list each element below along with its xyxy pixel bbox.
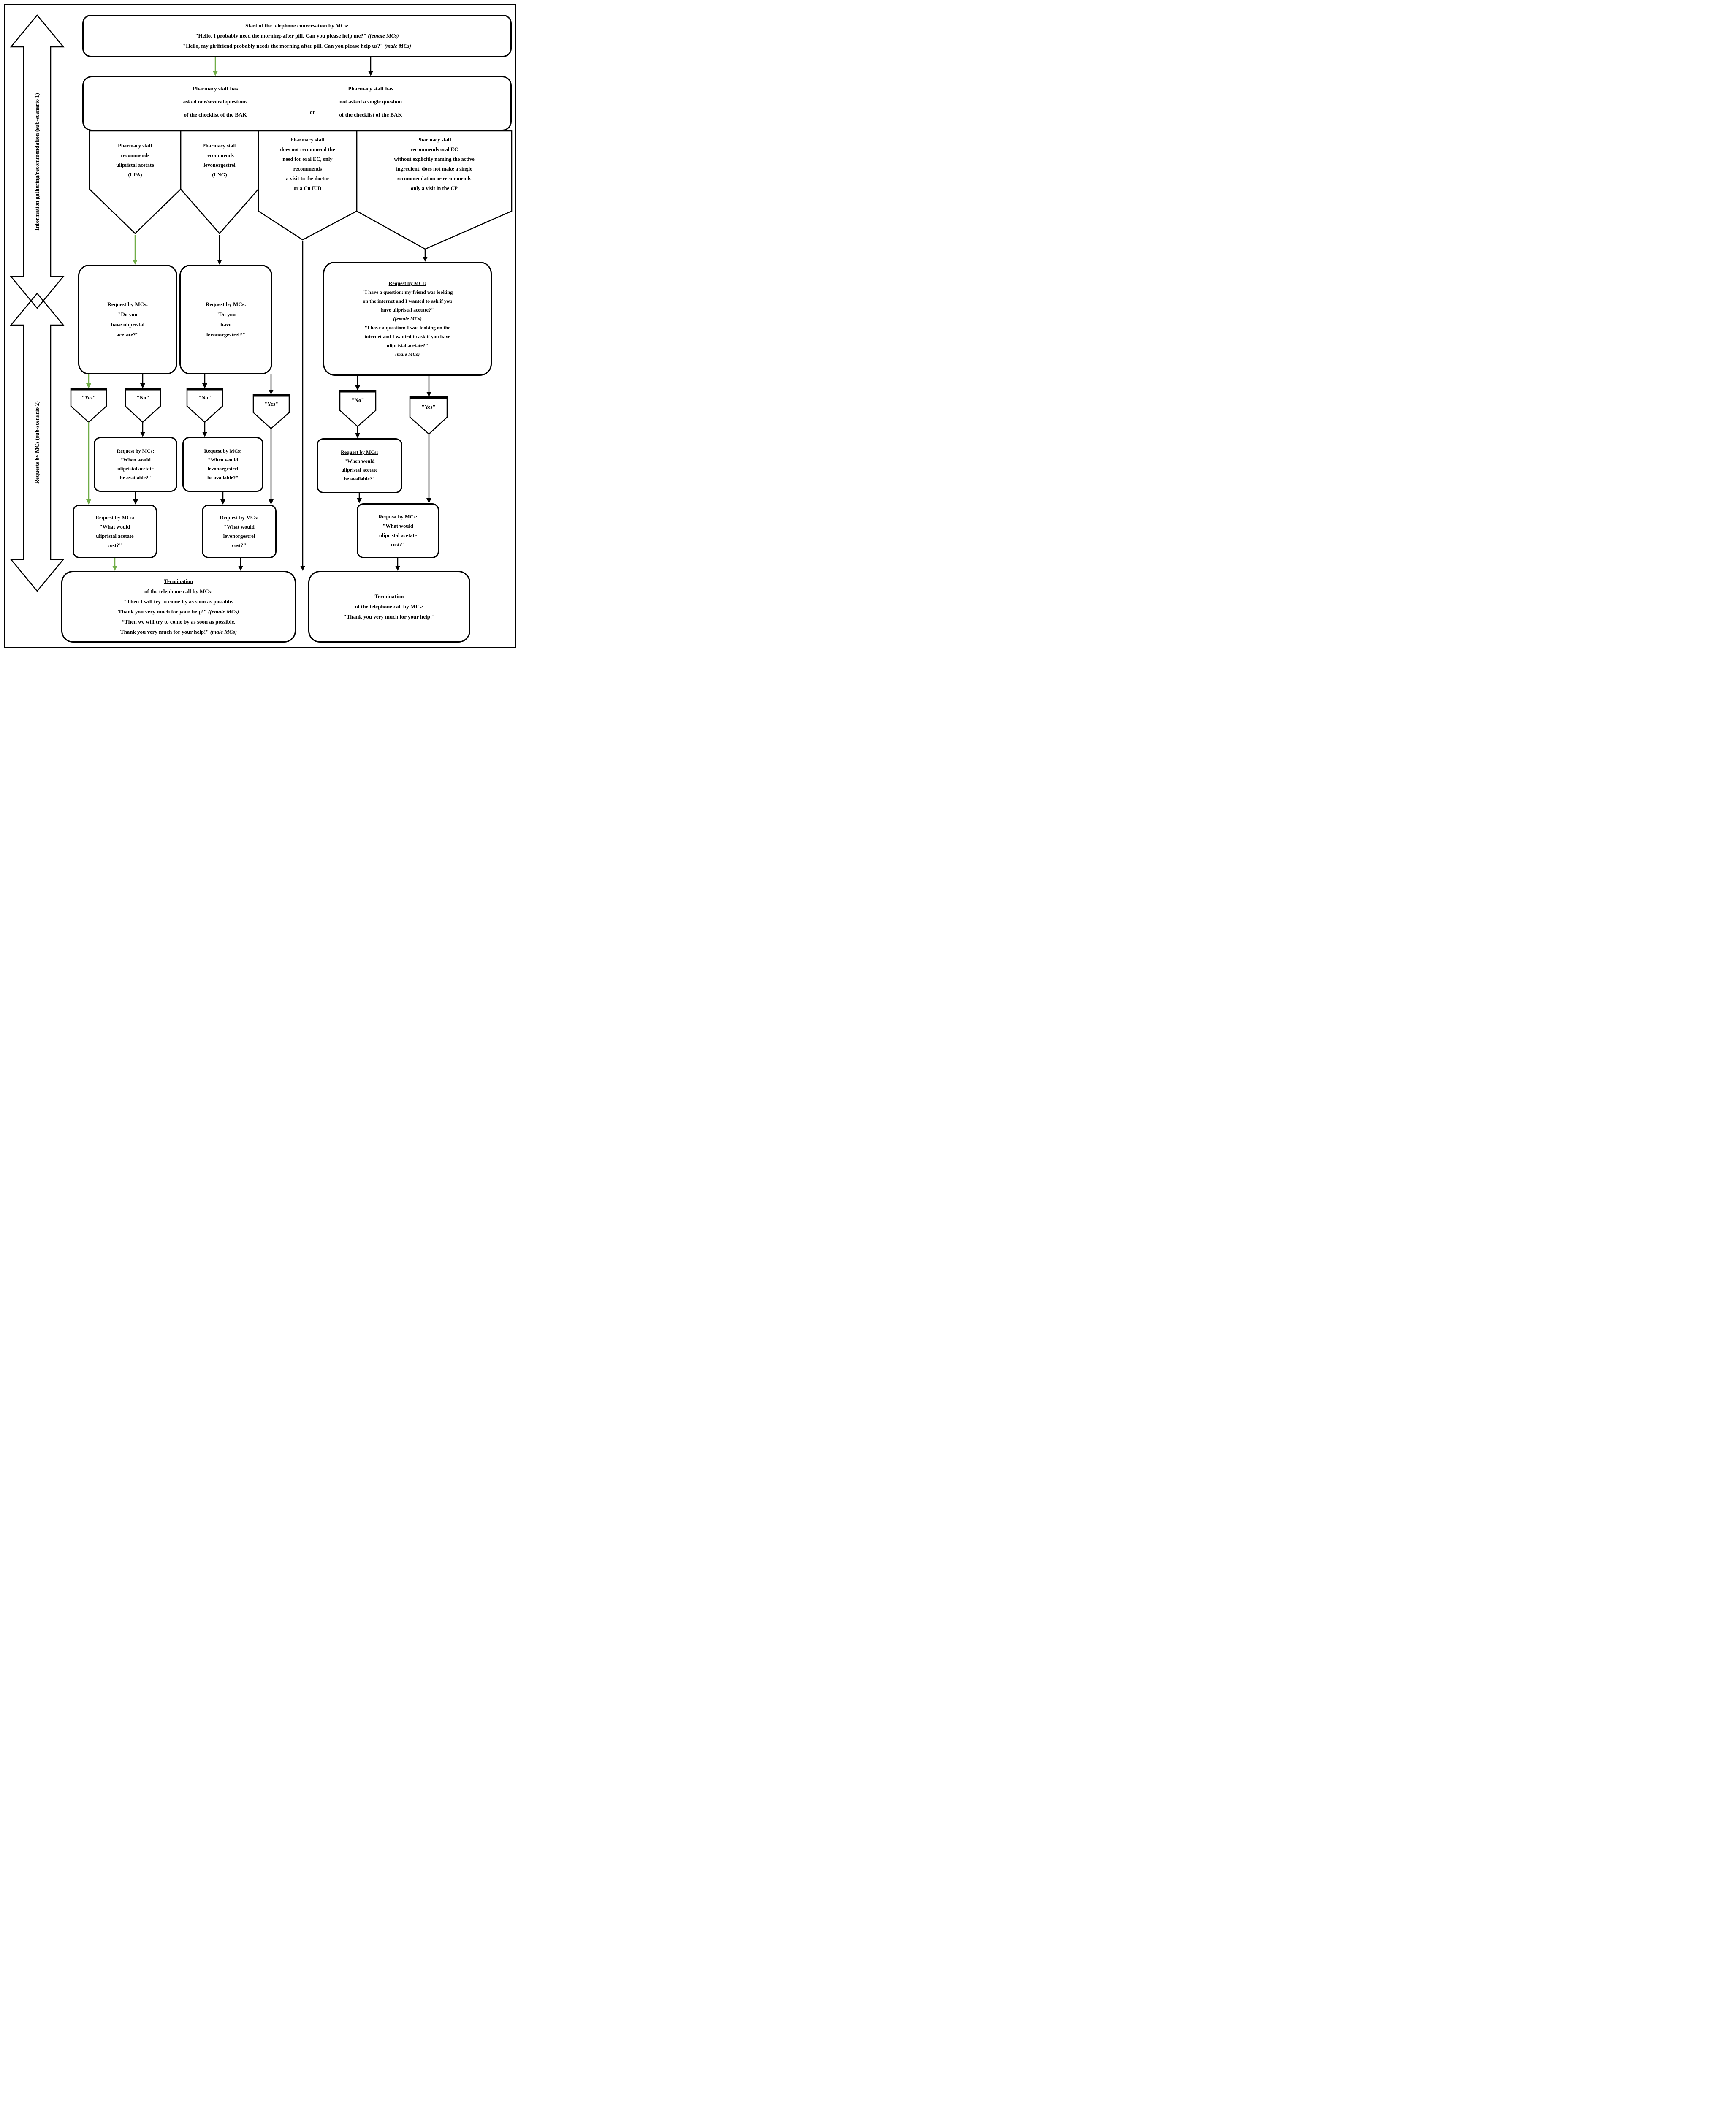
available-box-upa-right-body: "When would ulipristal acetate be availa…	[341, 458, 378, 482]
termination-left-q2-line2: Thank you very much for your help!" (mal…	[120, 629, 237, 635]
termination-box-left: Termination of the telephone call by MCs…	[61, 571, 296, 643]
request-box-lng-title: Request by MCs:	[205, 301, 247, 307]
request-box-lng-body: "Do you have levonorgestrel?"	[206, 311, 246, 338]
pentagon-no-upa	[125, 388, 161, 423]
pentagon-label-no-upa: "No"	[136, 394, 149, 401]
termination-left-q1-line1: "Then I will try to come by as soon as p…	[124, 598, 233, 605]
sidebar-arrow-scenario1	[10, 14, 65, 309]
termination-box-right: Termination of the telephone call by MCs…	[308, 571, 470, 643]
pentagon-no-internet	[339, 390, 377, 427]
termination-right-quote: "Thank you very much for your help!"	[343, 613, 435, 620]
cost-box-lng-body: "What would levonorgestrel cost?"	[223, 524, 255, 548]
connector-layer	[10, 14, 513, 592]
termination-left-q1-line2: Thank you very much for your help!" (fem…	[118, 608, 239, 615]
figure-border	[4, 4, 516, 648]
available-box-upa-title: Request by MCs:	[117, 448, 155, 454]
available-box-lng-title: Request by MCs:	[204, 448, 242, 454]
request-box-internet-female-tag: (female MCs)	[393, 315, 422, 322]
request-box-internet-title: Request by MCs:	[388, 280, 426, 286]
cost-box-upa-right-body: "What would ulipristal acetate cost?"	[379, 523, 417, 548]
start-box-male-line: "Hello, my girlfriend probably needs the…	[183, 43, 411, 49]
termination-left-title2: of the telephone call by MCs:	[144, 588, 213, 594]
pentagon-label-yes-internet: "Yes"	[421, 404, 436, 410]
checklist-asked-text: Pharmacy staff has asked one/several que…	[183, 85, 248, 118]
available-box-lng: Request by MCs: "When would levonorgestr…	[182, 437, 263, 492]
request-box-internet-female-q: "I have a question: my friend was lookin…	[362, 289, 453, 313]
pentagon-label-no-lng: "No"	[198, 394, 212, 401]
branch-funnel-lng	[180, 130, 259, 234]
available-box-upa: Request by MCs: "When would ulipristal a…	[94, 437, 177, 492]
checklist-or-text: or	[309, 109, 315, 115]
pentagon-label-yes-lng: "Yes"	[264, 401, 279, 407]
available-box-upa-right: Request by MCs: "When would ulipristal a…	[317, 438, 402, 493]
pentagon-label-no-internet: "No"	[351, 397, 364, 403]
branch-unnamed-ec-text: Pharmacy staff recommends oral EC withou…	[394, 137, 475, 191]
cost-box-upa-right-title: Request by MCs:	[378, 514, 418, 520]
branch-funnel-upa	[89, 130, 182, 234]
branch-funnel-no-oral-ec	[258, 130, 358, 241]
branch-funnel-unnamed-ec	[356, 130, 513, 250]
branch-upa-text: Pharmacy staff recommends ulipristal ace…	[116, 143, 154, 178]
sidebar-label-scenario2: Requests by MCs (sub-scenario 2)	[34, 401, 40, 484]
request-box-lng: Request by MCs: "Do you have levonorgest…	[179, 265, 272, 374]
pentagon-yes-internet	[409, 396, 448, 435]
branch-no-oral-ec-text: Pharmacy staff does not recommend the ne…	[280, 137, 335, 191]
cost-box-upa-body: "What would ulipristal acetate cost?"	[96, 524, 134, 548]
checklist-not-asked-text: Pharmacy staff has not asked a single qu…	[339, 85, 402, 118]
available-box-upa-body: "When would ulipristal acetate be availa…	[117, 457, 154, 480]
available-box-lng-body: "When would levonorgestrel be available?…	[207, 457, 239, 480]
cost-box-lng-title: Request by MCs:	[220, 514, 259, 521]
black-connectors	[133, 57, 431, 571]
request-box-internet-male-q: "I have a question: I was looking on the…	[364, 324, 450, 348]
branch-lng-text: Pharmacy staff recommends levonorgestrel…	[202, 143, 237, 178]
pentagon-label-yes-upa: "Yes"	[81, 394, 96, 401]
request-box-upa-title: Request by MCs:	[107, 301, 148, 307]
termination-right-title2: of the telephone call by MCs:	[355, 603, 424, 610]
start-box-female-line: "Hello, I probably need the morning-afte…	[195, 33, 399, 39]
sidebar-arrow-scenario2	[10, 293, 65, 592]
sidebar-label-scenario1: Information gathering/recommendation (su…	[34, 93, 40, 231]
request-box-upa-body: "Do you have ulipristal acetate?"	[111, 311, 145, 338]
request-box-internet-male-tag: (male MCs)	[395, 351, 420, 357]
termination-right-title1: Termination	[374, 593, 404, 600]
checklist-box	[82, 76, 512, 131]
pentagon-yes-lng	[252, 394, 290, 429]
available-box-upa-right-title: Request by MCs:	[341, 449, 378, 455]
pentagon-yes-upa	[70, 388, 107, 423]
cost-box-upa-right: Request by MCs: "What would ulipristal a…	[357, 503, 439, 558]
termination-left-q2-line1: “Then we will try to come by as soon as …	[122, 619, 236, 625]
flowchart-canvas: Information gathering/recommendation (su…	[0, 0, 525, 661]
cost-box-upa-title: Request by MCs:	[95, 514, 135, 521]
green-path-connectors	[86, 57, 218, 571]
request-box-upa: Request by MCs: "Do you have ulipristal …	[78, 265, 177, 374]
cost-box-upa: Request by MCs: "What would ulipristal a…	[73, 505, 157, 558]
termination-left-title1: Termination	[164, 578, 193, 584]
pentagon-no-lng	[186, 388, 223, 423]
request-box-internet: Request by MCs: "I have a question: my f…	[323, 262, 492, 376]
start-box: Start of the telephone conversation by M…	[82, 15, 512, 57]
start-box-title: Start of the telephone conversation by M…	[245, 22, 349, 29]
cost-box-lng: Request by MCs: "What would levonorgestr…	[202, 505, 277, 558]
